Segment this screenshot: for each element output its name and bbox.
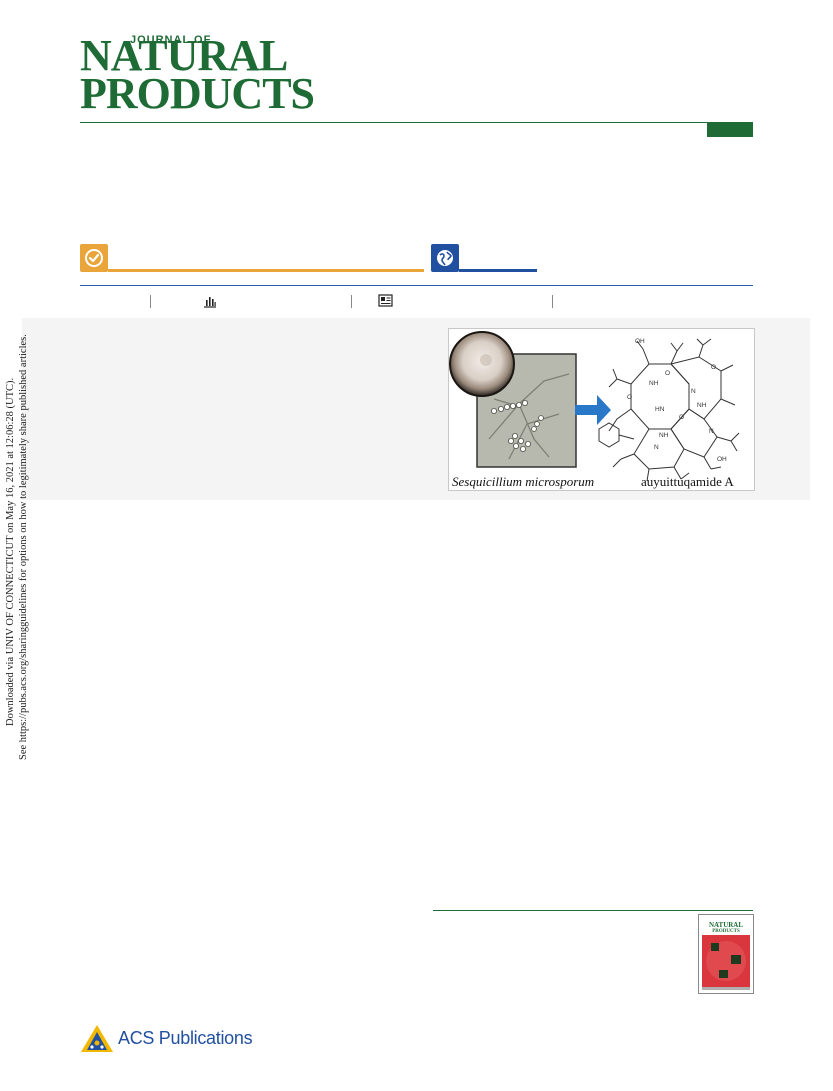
- svg-text:O: O: [665, 370, 670, 377]
- publisher-name: ACS Publications: [118, 1028, 253, 1048]
- metrics-separator: [150, 295, 151, 308]
- arrow-icon: [575, 395, 611, 425]
- acs-publications-logo[interactable]: ACS Publications: [80, 1022, 253, 1054]
- globe-icon: [431, 244, 459, 272]
- download-note-line2: See https://pubs.acs.org/sharingguidelin…: [18, 334, 29, 760]
- phenyl-ring: [598, 422, 620, 448]
- download-note: Downloaded via UNIV OF CONNECTICUT on Ma…: [4, 320, 30, 760]
- metrics-separator: [552, 295, 553, 308]
- bar-chart-icon[interactable]: [203, 294, 217, 308]
- creative-commons-badge[interactable]: [431, 244, 537, 272]
- toc-graphic: OH NH N HN NH NH N N OH O O O O Sesquici…: [448, 328, 755, 491]
- toc-graphic-svg: OH NH N HN NH NH N N OH O O O O: [449, 331, 740, 482]
- organism-label: Sesquicillium microsporum: [452, 474, 595, 489]
- compound-label: auyuittuqamide A: [641, 474, 734, 489]
- svg-text:O: O: [679, 414, 684, 421]
- svg-text:PRODUCTS: PRODUCTS: [712, 929, 740, 934]
- svg-text:NATURAL: NATURAL: [709, 921, 743, 929]
- svg-text:N: N: [654, 444, 659, 451]
- svg-text:OH: OH: [717, 456, 727, 463]
- masthead-natural: NATURAL: [80, 31, 288, 80]
- footer-rule: [433, 910, 753, 911]
- svg-text:N: N: [709, 428, 714, 435]
- open-access-badge[interactable]: [80, 244, 424, 272]
- article-icon[interactable]: [378, 294, 393, 308]
- svg-text:O: O: [627, 394, 632, 401]
- svg-text:NH: NH: [697, 402, 707, 409]
- acs-hexagon-icon: [81, 1025, 113, 1052]
- header-rule: [80, 122, 753, 123]
- download-note-line1: Downloaded via UNIV OF CONNECTICUT on Ma…: [5, 377, 16, 726]
- metrics-separator: [351, 295, 352, 308]
- svg-text:N: N: [691, 388, 696, 395]
- svg-text:OH: OH: [635, 338, 645, 345]
- open-access-underline: [108, 269, 424, 272]
- journal-masthead: JOURNAL OF NATURAL PRODUCTS: [80, 31, 315, 116]
- svg-text:HN: HN: [655, 406, 665, 413]
- check-circle-icon: [80, 244, 108, 272]
- article-metrics-bar: [80, 285, 753, 320]
- masthead-products: PRODUCTS: [80, 69, 315, 118]
- section-tab: [707, 123, 753, 137]
- svg-text:O: O: [711, 364, 716, 371]
- creative-commons-underline: [459, 269, 537, 272]
- journal-cover-thumbnail[interactable]: NATURAL PRODUCTS: [698, 914, 754, 994]
- masthead-top-line: JOURNAL OF: [130, 34, 212, 46]
- chemical-structure: [608, 338, 740, 482]
- svg-text:NH: NH: [659, 432, 669, 439]
- svg-text:NH: NH: [649, 380, 659, 387]
